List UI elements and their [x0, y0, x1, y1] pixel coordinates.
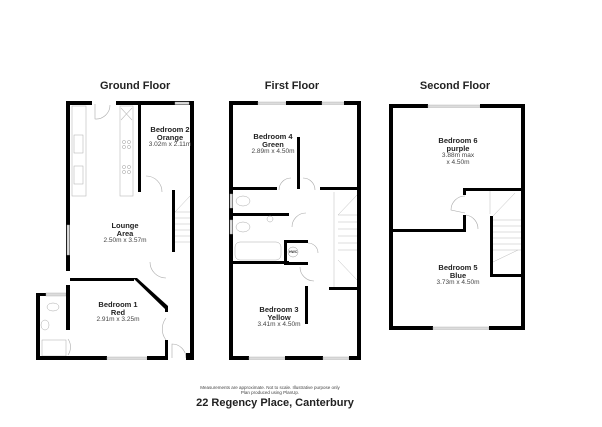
room-dimensions: 2.91m x 3.25m	[96, 315, 140, 323]
room-subtitle: purple	[446, 143, 470, 153]
disclaimer: Measurements are approximate. Not to sca…	[200, 385, 340, 396]
room-name: Bedroom 1	[98, 300, 138, 309]
east-wall	[190, 101, 194, 356]
room-dimensions: 3.88m max	[441, 151, 475, 159]
room-dimensions: 2.89m x 4.50m	[251, 147, 295, 155]
ground-floor-plan	[36, 101, 194, 360]
room-bedroom-6: Bedroom 6 purple 3.88m max x 4.50m	[428, 137, 488, 166]
room-bedroom-3: Bedroom 3 Yellow 3.41m x 4.50m	[248, 306, 310, 329]
room-subtitle: Area	[116, 228, 134, 238]
room-subtitle: Yellow	[267, 312, 291, 322]
room-name: Bedroom 6	[438, 136, 478, 145]
room-bedroom-2: Bedroom 2 Orange 3.02m x 2.11m	[145, 126, 195, 149]
hwc-label: HWC	[289, 250, 298, 254]
room-name: Bedroom 4	[253, 132, 293, 141]
second-floor-title: Second Floor	[419, 80, 491, 92]
room-dimensions: 3.41m x 4.50m	[257, 320, 301, 328]
room-name: Bedroom 3	[259, 305, 299, 314]
property-address: 22 Regency Place, Canterbury	[196, 397, 354, 409]
first-floor-title: First Floor	[264, 80, 320, 92]
room-lounge-area: Lounge Area 2.50m x 3.57m	[95, 222, 155, 245]
room-dimensions: 2.50m x 3.57m	[103, 236, 147, 244]
first-floor-plan	[229, 101, 361, 360]
disclaimer-line-1: Measurements are approximate. Not to sca…	[200, 385, 340, 390]
room-subtitle: Red	[110, 307, 126, 317]
room-name: Bedroom 5	[438, 263, 478, 272]
room-bedroom-5: Bedroom 5 Blue 3.73m x 4.50m	[428, 264, 488, 287]
room-subtitle: Green	[262, 139, 284, 149]
room-bedroom-4: Bedroom 4 Green 2.89m x 4.50m	[244, 133, 302, 156]
room-name: Bedroom 2	[150, 125, 190, 134]
room-bedroom-1: Bedroom 1 Red 2.91m x 3.25m	[88, 301, 148, 324]
disclaimer-line-2: Plan produced using PlanUp.	[240, 390, 300, 396]
room-subtitle: Blue	[449, 270, 467, 280]
second-floor-plan	[389, 104, 525, 330]
ground-floor-title: Ground Floor	[100, 80, 171, 92]
room-subtitle: Orange	[156, 132, 184, 142]
room-dimensions-2: x 4.50m	[446, 158, 470, 166]
room-dimensions: 3.02m x 2.11m	[148, 140, 192, 148]
room-name: Lounge	[111, 221, 139, 230]
room-dimensions: 3.73m x 4.50m	[436, 278, 480, 286]
